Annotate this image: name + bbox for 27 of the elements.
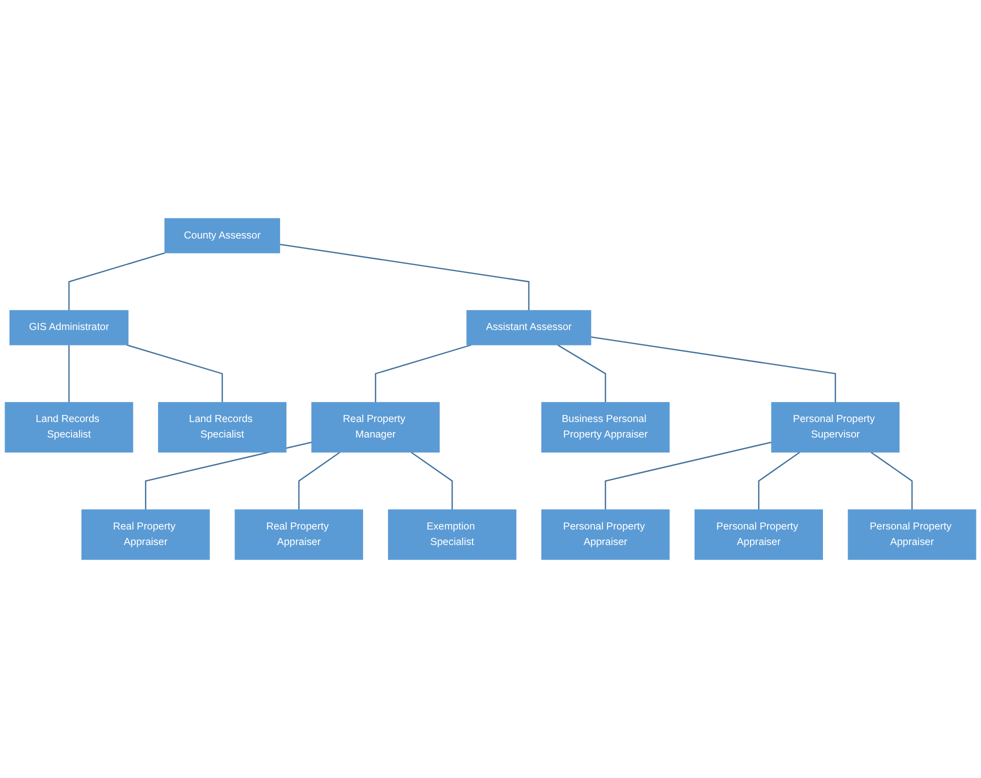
connector	[144, 442, 312, 510]
connector	[126, 344, 223, 402]
connector	[870, 452, 913, 510]
node-box: Personal Property Supervisor	[771, 402, 900, 453]
connector	[374, 344, 472, 402]
node-box: Personal Property Appraiser	[541, 509, 670, 560]
node-box: Assistant Assessor	[466, 310, 592, 346]
node-box: Personal Property Appraiser	[694, 509, 823, 560]
node-box: Real Property Appraiser	[81, 509, 210, 560]
connector	[590, 336, 836, 402]
node-box: Business Personal Property Appraiser	[541, 402, 670, 453]
node-box: County Assessor	[164, 218, 280, 254]
node-box: Exemption Specialist	[388, 509, 516, 560]
node-box: Personal Property Appraiser	[848, 509, 976, 560]
connector	[280, 244, 530, 310]
connector	[604, 442, 772, 510]
connector	[557, 344, 606, 402]
node-box: GIS Administrator	[9, 310, 128, 346]
connector	[68, 344, 70, 402]
node-box: Land Records Specialist	[4, 402, 134, 453]
connector	[68, 252, 165, 310]
connector	[758, 452, 800, 510]
node-box: Land Records Specialist	[158, 402, 286, 453]
node-box: Real Property Appraiser	[234, 509, 364, 560]
node-box: Real Property Manager	[311, 402, 440, 453]
connector	[298, 452, 340, 510]
connector	[410, 452, 453, 510]
